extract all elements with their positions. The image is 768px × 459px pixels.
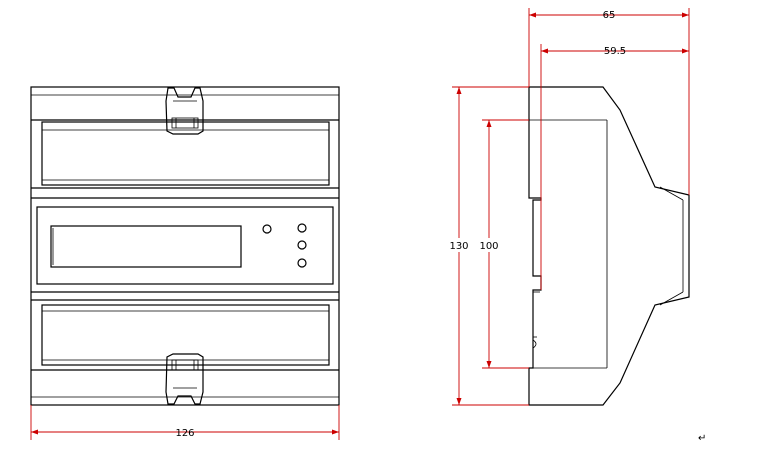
depth-overall-dimension: 65 (528, 8, 690, 195)
depth-body-label: 59.5 (604, 46, 626, 57)
depth-body-dimension: 59.5 (540, 44, 689, 290)
width-label: 126 (175, 428, 194, 439)
indicator-led-2 (297, 223, 307, 233)
bottom-clip (165, 353, 204, 405)
bottom-terminal-cover (31, 299, 339, 371)
indicator-led-3 (297, 240, 307, 250)
top-clip (165, 87, 204, 135)
depth-overall-label: 65 (603, 10, 616, 21)
display-panel (36, 206, 334, 285)
indicator-led-1 (262, 224, 272, 234)
height-body-dimension: 100 (479, 119, 529, 369)
side-profile (528, 86, 690, 406)
return-mark: ↵ (698, 433, 706, 444)
height-overall-dimension: 130 (449, 86, 529, 406)
lcd-window (50, 225, 242, 268)
height-overall-label: 130 (449, 241, 468, 252)
side-view: 65 59.5 130 100 (449, 8, 690, 406)
front-outer-frame (30, 86, 340, 406)
indicator-led-4 (297, 258, 307, 268)
front-view: 126 (30, 86, 340, 440)
width-dimension: 126 (30, 405, 340, 440)
top-terminal-cover (31, 119, 339, 189)
display-band (31, 197, 339, 293)
height-body-label: 100 (479, 241, 498, 252)
